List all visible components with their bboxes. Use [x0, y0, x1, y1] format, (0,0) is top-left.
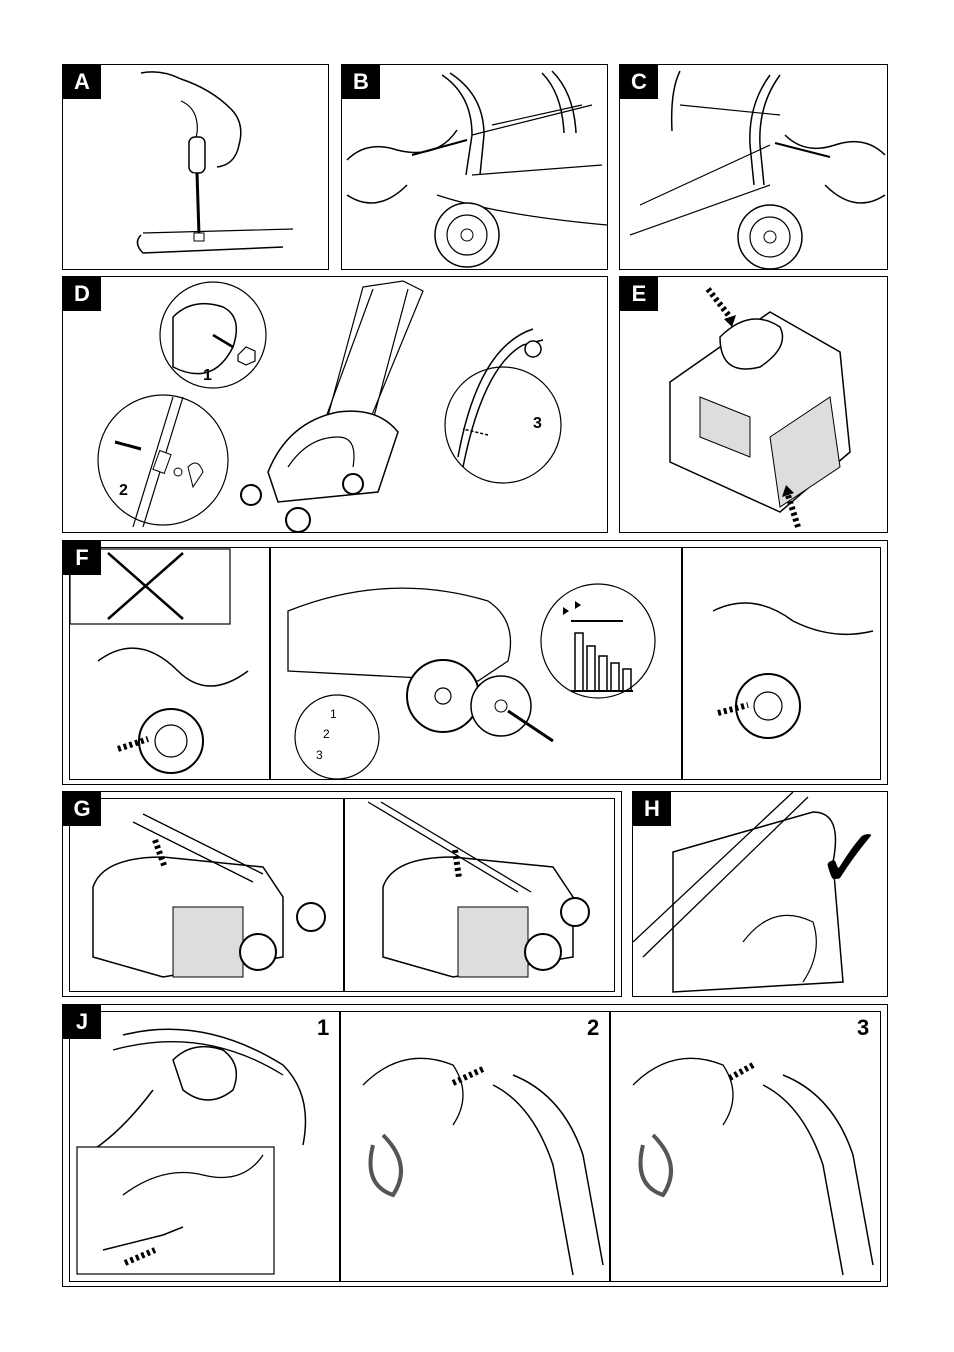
panel-a-label: A — [63, 65, 101, 99]
grass-box-fitting-illustration — [63, 792, 622, 997]
panel-g: G — [62, 791, 622, 997]
grass-box-illustration — [620, 277, 888, 533]
panel-f: F 1 2 3 — [62, 540, 888, 785]
panel-h-label: H — [633, 792, 671, 826]
panel-g-label: G — [63, 792, 101, 826]
panel-b-label: B — [342, 65, 380, 99]
panel-c: C — [619, 64, 888, 270]
handle-screw-left-illustration — [342, 65, 608, 270]
handle-screw-right-illustration — [620, 65, 888, 270]
panel-e: E — [619, 276, 888, 533]
callout-2: 2 — [119, 482, 128, 500]
check-icon: ✓ — [815, 816, 885, 900]
screwdriver-illustration — [63, 65, 329, 270]
callout-1: 1 — [203, 367, 212, 385]
hole-1: 1 — [330, 707, 337, 721]
callout-3: 3 — [533, 415, 542, 433]
cable-strain-relief-illustration — [63, 1005, 888, 1287]
panel-d-label: D — [63, 277, 101, 311]
wheel-height-illustration — [63, 541, 888, 785]
hole-2: 2 — [323, 727, 330, 741]
mower-assembly-illustration — [63, 277, 608, 533]
panel-e-label: E — [620, 277, 658, 311]
panel-b: B — [341, 64, 608, 270]
panel-c-label: C — [620, 65, 658, 99]
hole-3: 3 — [316, 748, 323, 762]
panel-f-label: F — [63, 541, 101, 575]
panel-j: J 1 2 3 — [62, 1004, 888, 1287]
panel-j-label: J — [63, 1005, 101, 1039]
panel-a: A — [62, 64, 329, 270]
panel-d: D 1 2 3 — [62, 276, 608, 533]
panel-h: H ✓ — [632, 791, 888, 997]
